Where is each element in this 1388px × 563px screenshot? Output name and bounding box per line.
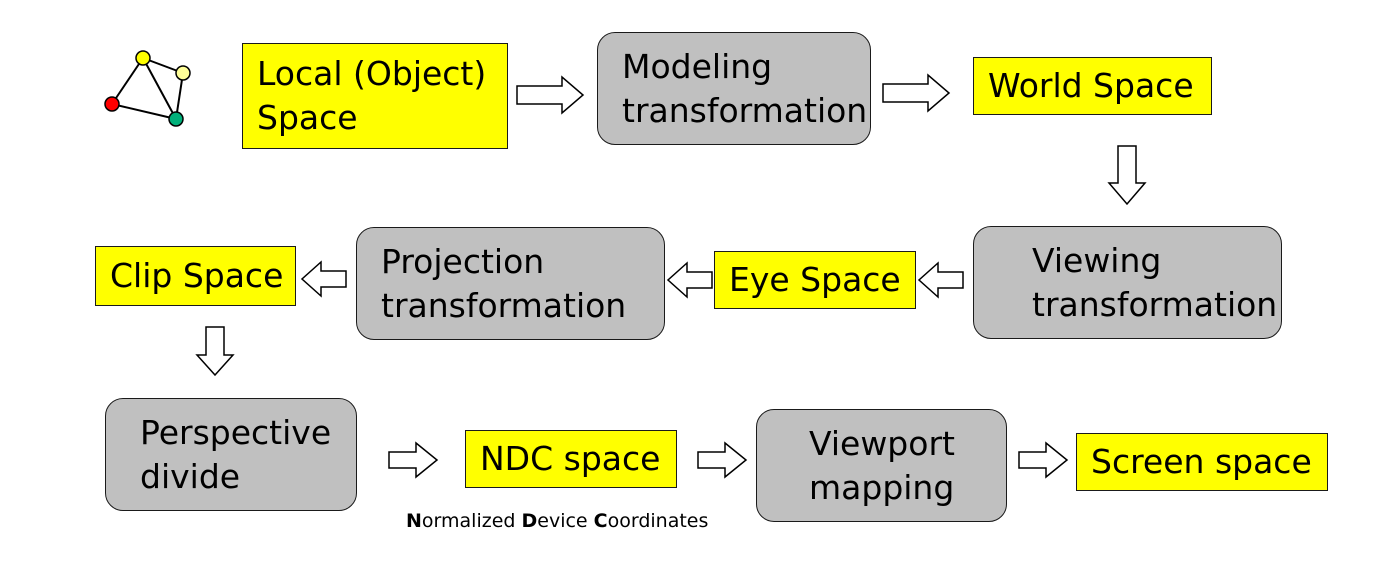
ndc-caption-d: D [521, 510, 538, 532]
viewport-line2: mapping [809, 467, 955, 507]
ndc-caption-n: N [406, 510, 422, 532]
ndc-caption-c-rest: oordinates [607, 510, 709, 532]
vertex-green [168, 111, 184, 127]
viewport-mapping-box: Viewport mapping [756, 409, 1007, 522]
triangle-mesh-icon [104, 50, 191, 127]
arrow-local-to-modeling [516, 75, 585, 115]
world-space-box: World Space [973, 57, 1212, 115]
perspective-divide-box: Perspective divide [105, 398, 357, 511]
vertex-pale-yellow [175, 65, 191, 81]
viewport-line1: Viewport [809, 423, 955, 463]
modeling-transformation-box: Modeling transformation [597, 32, 871, 145]
vertex-yellow [135, 50, 151, 66]
ndc-caption: Normalized Device Coordinates [406, 510, 708, 532]
arrow-perspective-to-ndc [388, 441, 439, 479]
perspective-line2: divide [140, 456, 241, 496]
ndc-space-box: NDC space [465, 430, 677, 488]
vertex-red [104, 96, 120, 112]
world-space-label: World Space [988, 66, 1194, 106]
perspective-line1: Perspective [140, 412, 332, 452]
ndc-caption-c: C [593, 510, 608, 532]
local-space-line2: Space [257, 98, 358, 137]
ndc-caption-n-rest: ormalized [421, 510, 522, 532]
modeling-line1: Modeling [622, 46, 773, 86]
arrow-modeling-to-world [882, 73, 951, 113]
ndc-caption-d-rest: evice [537, 510, 594, 532]
projection-transformation-box: Projection transformation [356, 227, 665, 340]
arrow-eye-to-projection [666, 261, 713, 299]
arrow-viewport-to-screen [1018, 441, 1069, 479]
projection-line2: transformation [381, 285, 627, 325]
screen-space-box: Screen space [1076, 433, 1328, 491]
clip-space-label: Clip Space [110, 256, 284, 296]
local-space-line1: Local (Object) [257, 54, 487, 94]
arrow-viewing-to-eye [917, 261, 964, 299]
arrow-ndc-to-viewport [697, 441, 748, 479]
viewing-line1: Viewing [1032, 240, 1162, 280]
arrow-world-to-viewing [1107, 145, 1147, 206]
clip-space-box: Clip Space [95, 246, 296, 306]
screen-space-label: Screen space [1091, 442, 1312, 482]
ndc-space-label: NDC space [480, 439, 661, 479]
eye-space-box: Eye Space [714, 251, 916, 309]
arrow-projection-to-clip [300, 260, 347, 298]
local-space-box: Local (Object) Space [242, 43, 508, 149]
projection-line1: Projection [381, 241, 545, 281]
eye-space-label: Eye Space [729, 260, 901, 300]
viewing-transformation-box: Viewing transformation [973, 226, 1282, 339]
arrow-clip-to-perspective [195, 326, 235, 377]
modeling-line2: transformation [622, 90, 868, 130]
viewing-line2: transformation [1032, 284, 1278, 324]
